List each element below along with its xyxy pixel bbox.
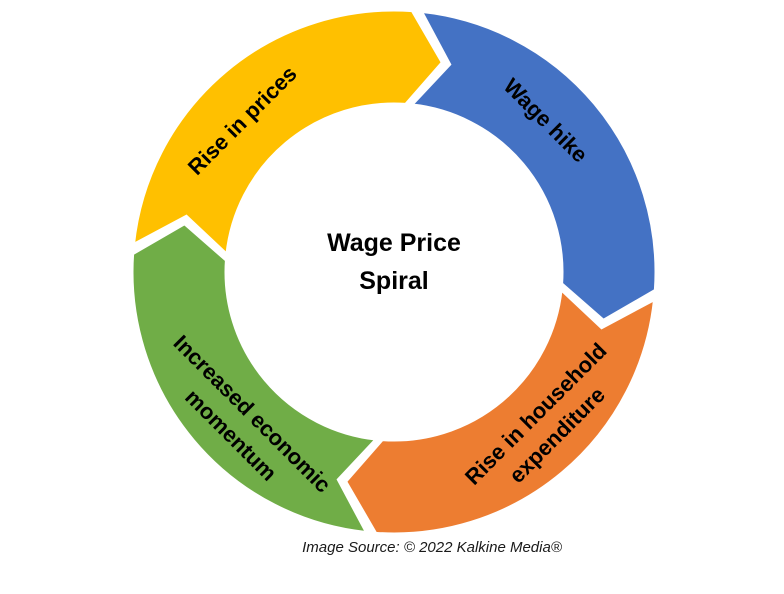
- center-title-line: Spiral: [359, 267, 428, 295]
- segment-wage-hike: [408, 9, 658, 323]
- segment-rise-in-household-expenditure: [343, 286, 657, 536]
- cycle-segments: [130, 8, 658, 536]
- source-caption: Image Source: © 2022 Kalkine Media®: [302, 539, 562, 556]
- segment-increased-economic-momentum: [130, 221, 380, 535]
- segment-rise-in-prices: [131, 8, 445, 258]
- center-title-line: Wage Price: [327, 229, 461, 257]
